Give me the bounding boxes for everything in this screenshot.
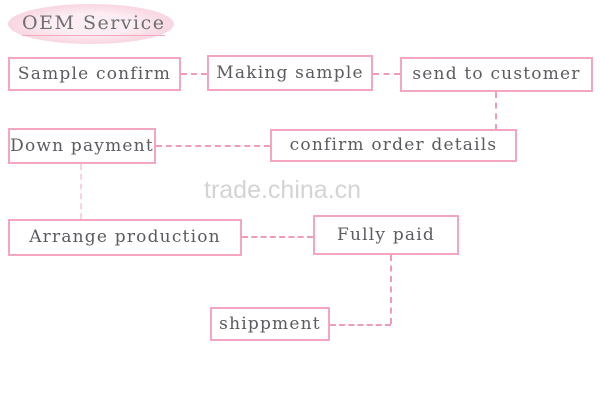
connector-making-sample-to-send-to-customer [373,73,400,75]
connector-sample-confirm-to-making-sample [181,73,207,75]
flow-node-confirm-order-details[interactable]: confirm order details [270,129,517,162]
flow-node-sample-confirm[interactable]: Sample confirm [8,57,181,91]
flow-node-fully-paid[interactable]: Fully paid [313,215,459,255]
flow-node-shippment[interactable]: shippment [210,307,330,341]
title-ellipse-shape [8,4,174,44]
connector-fully-paid-to-shippment-vertical [390,255,392,324]
watermark: trade.china.cn [204,176,362,204]
connector-send-to-customer-to-confirm-order [495,92,497,130]
flow-node-making-sample[interactable]: Making sample [207,55,373,91]
flow-node-send-to-customer[interactable]: send to customer [400,57,593,92]
flow-node-arrange-production[interactable]: Arrange production [8,219,242,256]
connector-confirm-order-to-down-payment [156,145,270,147]
connector-arrange-production-to-fully-paid [242,236,313,238]
title-label: OEM Service [22,12,166,36]
flow-node-down-payment[interactable]: Down payment [8,128,156,164]
page-title: OEM Service [8,4,174,44]
connector-down-payment-to-arrange-production [80,164,82,219]
connector-fully-paid-to-shippment-horizontal [330,324,391,326]
